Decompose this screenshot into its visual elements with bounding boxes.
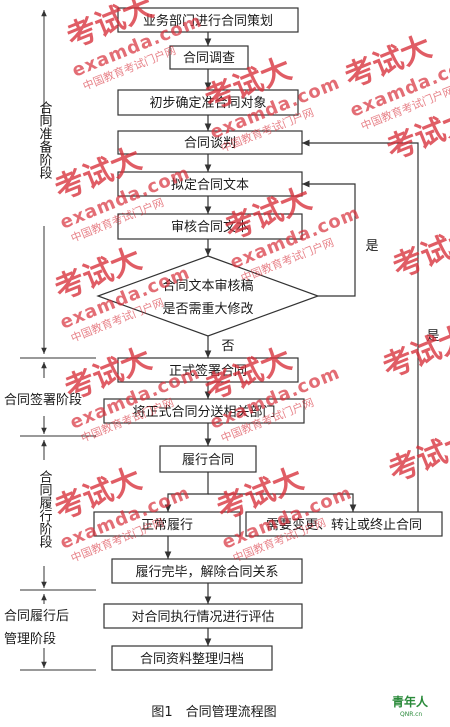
watermark-brand: 考试大 — [378, 319, 450, 385]
node-normal: 正常履行 — [93, 511, 241, 537]
phase-perform-label: 合同履行阶段 — [37, 470, 53, 548]
edge-label-yes-redraft: 是 — [365, 239, 378, 254]
site-logo-url: QNR.cn — [400, 711, 422, 718]
node-plan: 业务部门进行合同策划 — [117, 7, 299, 33]
edge-label-no: 否 — [221, 339, 234, 354]
node-complete: 履行完毕，解除合同关系 — [111, 558, 303, 584]
node-evaluate: 对合同执行情况进行评估 — [103, 603, 303, 629]
site-logo-name: 青年人 — [392, 694, 429, 709]
node-draft-label: 拟定合同文本 — [171, 178, 249, 193]
watermark-brand: 考试大 — [384, 423, 450, 489]
node-evaluate-label: 对合同执行情况进行评估 — [131, 610, 274, 625]
node-normal-label: 正常履行 — [141, 518, 193, 533]
node-prelim: 初步确定准合同对象 — [117, 89, 299, 116]
phase-post-label-2: 管理阶段 — [4, 632, 56, 647]
phase-prep-label: 合同准备阶段 — [37, 101, 53, 179]
node-survey: 合同调查 — [169, 45, 249, 70]
node-archive-label: 合同资料整理归档 — [140, 652, 244, 667]
node-archive: 合同资料整理归档 — [111, 645, 273, 671]
watermark-layer: 考试大 examda.com 中国教育考试门户网 考试大 examda.com … — [50, 0, 450, 565]
node-review: 审核合同文本 — [117, 213, 303, 240]
node-prelim-label: 初步确定准合同对象 — [149, 96, 266, 111]
flow-connectors — [164, 32, 419, 646]
node-decision-label-1: 合同文本审核稿 — [162, 278, 253, 294]
phase-post-label-1: 合同履行后 — [4, 609, 69, 624]
node-perform-label: 履行合同 — [182, 453, 234, 468]
node-plan-label: 业务部门进行合同策划 — [143, 13, 273, 29]
node-negotiate-label: 合同谈判 — [184, 136, 236, 151]
watermark-14: 考试大 — [384, 423, 450, 489]
watermark-8: 考试大 — [388, 219, 450, 285]
node-draft: 拟定合同文本 — [117, 171, 303, 197]
watermark-7: 考试大 examda.com 中国教育考试门户网 — [50, 241, 193, 345]
node-distribute: 将正式合同分送相关部门 — [103, 398, 305, 424]
node-change: 需要变更、转让或终止合同 — [245, 511, 443, 537]
phase-sign-label: 合同签署阶段 — [4, 392, 82, 408]
node-decision-label-2: 是否需重大修改 — [162, 301, 253, 317]
watermark-brand: 考试大 — [388, 219, 450, 285]
watermark-9: 考试大 examda.com 中国教育考试门户网 — [200, 341, 343, 445]
node-review-label: 审核合同文本 — [171, 220, 249, 235]
node-decision: 合同文本审核稿 是否需重大修改 — [96, 255, 320, 337]
node-sign: 正式签署合同 — [117, 357, 299, 383]
watermark-5: 考试大 examda.com 中国教育考试门户网 — [220, 181, 363, 285]
node-perform: 履行合同 — [159, 445, 257, 473]
edge-label-yes-renegotiate: 是 — [426, 329, 439, 344]
node-sign-label: 正式签署合同 — [169, 363, 247, 379]
node-distribute-label: 将正式合同分送相关部门 — [132, 405, 275, 420]
node-change-label: 需要变更、转让或终止合同 — [266, 517, 422, 533]
node-negotiate: 合同谈判 — [117, 130, 303, 155]
watermark-11: 考试大 — [378, 319, 450, 385]
site-logo: 青年人 QNR.cn — [392, 694, 429, 718]
node-complete-label: 履行完毕，解除合同关系 — [135, 565, 278, 580]
node-survey-label: 合同调查 — [183, 51, 235, 66]
phase-guides — [20, 10, 96, 671]
figure-caption: 图1 合同管理流程图 — [151, 705, 276, 720]
